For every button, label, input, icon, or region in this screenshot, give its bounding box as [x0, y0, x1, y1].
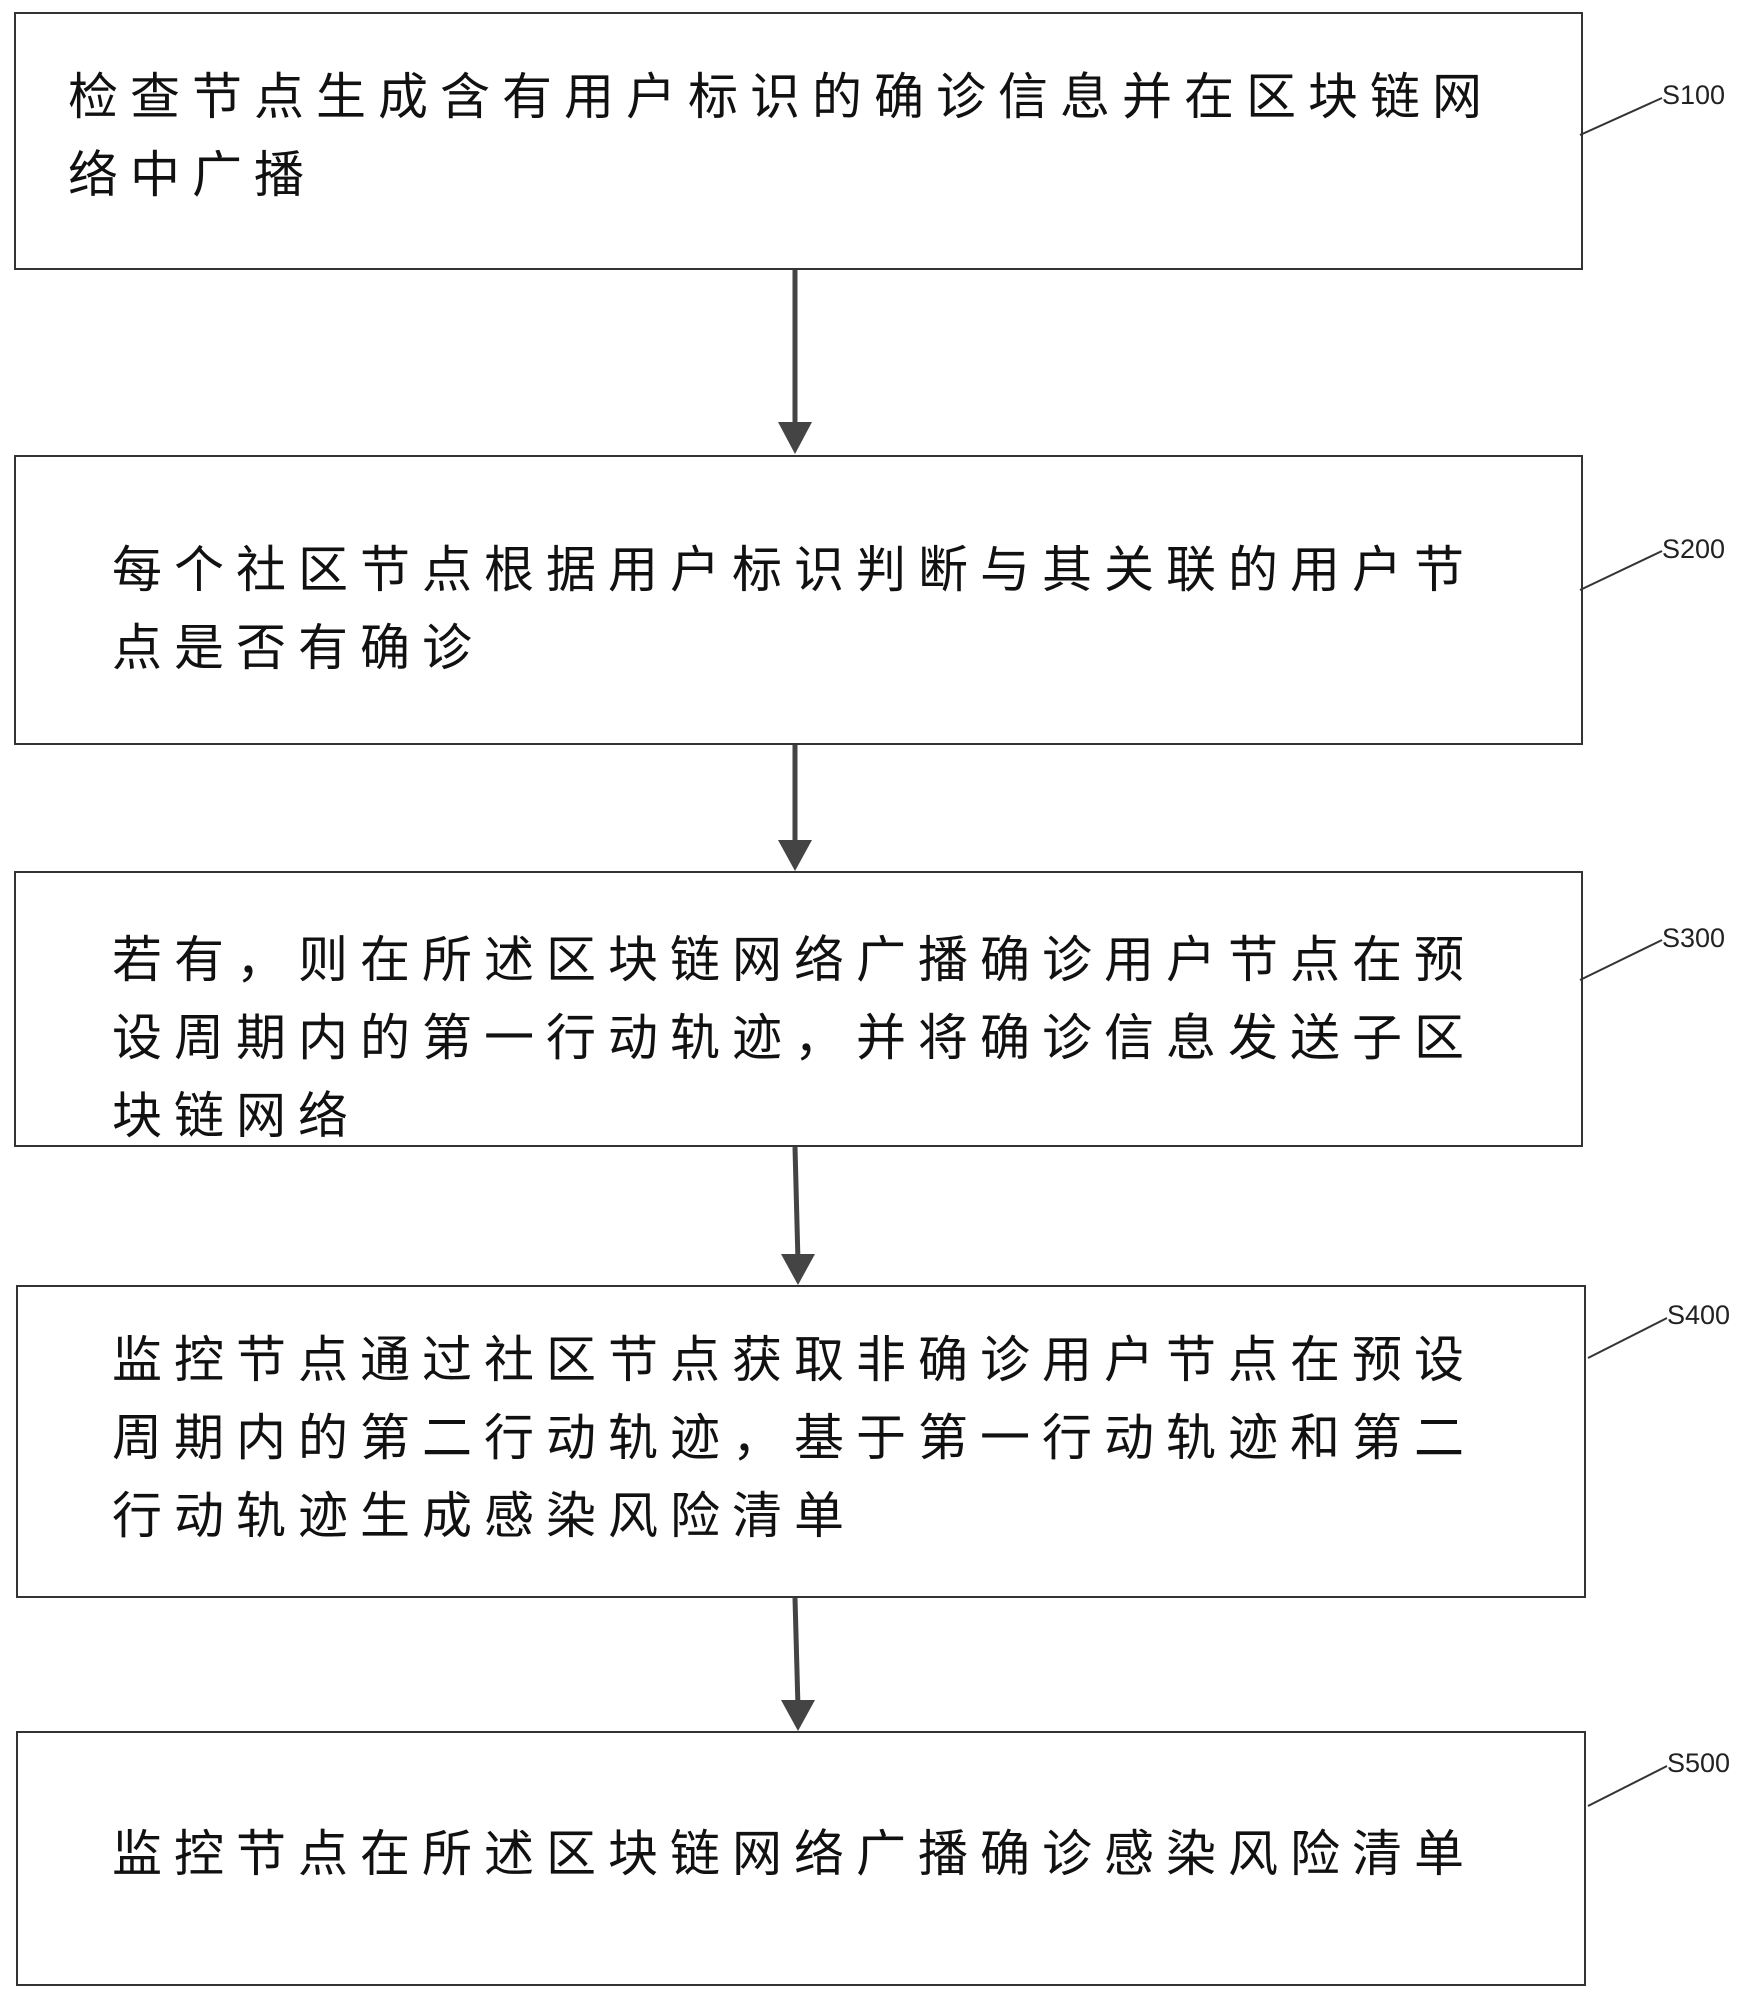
step-box-s400 [16, 1285, 1586, 1598]
arrow-s100-s200-head [778, 422, 812, 454]
step-box-s300 [14, 871, 1583, 1147]
leader-line-s200 [1579, 550, 1663, 591]
step-text-s100: 检查节点生成含有用户标识的确诊信息并在区块链网 络中广播 [68, 68, 1494, 204]
step-label-s400: S400 [1667, 1300, 1731, 1330]
step-label-s500: S500 [1667, 1748, 1731, 1778]
leader-line-s400 [1587, 1317, 1668, 1359]
step-text-s500: 监控节点在所述区块链网络广播确诊感染风险清单 [112, 1825, 1476, 1883]
arrow-s300-s400-shaft [792, 1146, 801, 1263]
step-text-s200: 每个社区节点根据用户标识判断与其关联的用户节 点是否有确诊 [112, 541, 1476, 677]
leader-line-s100 [1579, 97, 1663, 136]
arrow-s400-s500-shaft [792, 1597, 801, 1709]
step-label-s300: S300 [1662, 923, 1726, 953]
arrow-s400-s500-head [781, 1700, 815, 1731]
step-box-s100 [14, 12, 1583, 270]
step-box-s500 [16, 1731, 1586, 1986]
step-text-s400: 监控节点通过社区节点获取非确诊用户节点在预设 周期内的第二行动轨迹，基于第一行动… [112, 1331, 1476, 1545]
leader-line-s300 [1579, 939, 1663, 981]
step-box-s200 [14, 455, 1583, 745]
arrow-s200-s300-head [778, 840, 812, 871]
step-label-s100: S100 [1662, 80, 1726, 110]
step-label-s200: S200 [1662, 534, 1726, 564]
leader-line-s500 [1587, 1765, 1668, 1807]
arrow-s300-s400-head [781, 1254, 815, 1285]
step-text-s300: 若有，则在所述区块链网络广播确诊用户节点在预 设周期内的第一行动轨迹，并将确诊信… [112, 931, 1476, 1145]
